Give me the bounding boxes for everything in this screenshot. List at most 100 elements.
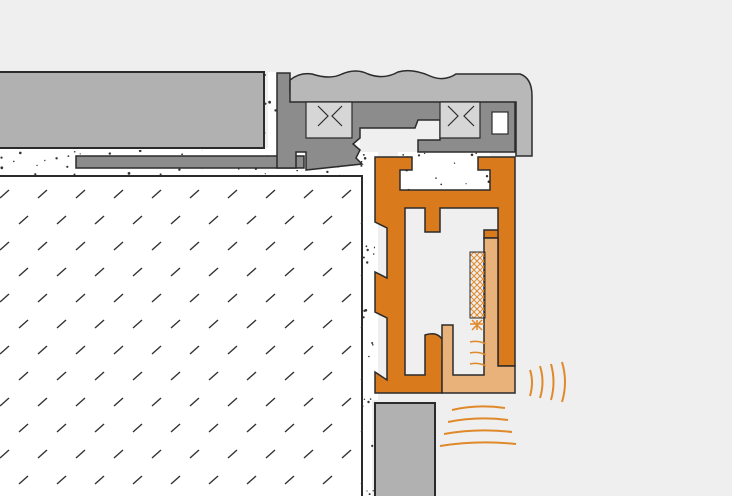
tile-hatch-mark	[322, 423, 333, 433]
tile-hatch-mark	[75, 345, 86, 355]
tile-hatch-mark	[56, 267, 67, 277]
led-light-diffuser	[441, 237, 516, 394]
mortar-dot	[178, 168, 181, 171]
tile-hatch-mark	[322, 267, 333, 277]
mortar-dot	[485, 486, 488, 488]
mortar-dot	[407, 217, 411, 220]
mortar-dot	[471, 223, 473, 226]
mortar-dot	[492, 457, 494, 459]
mortar-dot	[66, 165, 69, 168]
mortar-dot	[515, 471, 517, 473]
tile-hatch-mark	[151, 397, 162, 407]
mortar-dot	[496, 423, 497, 424]
mortar-dot	[507, 479, 508, 480]
mortar-dot	[360, 164, 363, 167]
tile-hatch-mark	[208, 475, 219, 485]
tile-hatch-mark	[246, 423, 257, 433]
mortar-dot	[450, 448, 454, 452]
tile-hatch-mark	[94, 267, 105, 277]
mortar-dot	[326, 170, 329, 174]
tile-hatch-mark	[208, 371, 219, 381]
mortar-dot	[413, 215, 416, 218]
tile-hatch-mark	[113, 189, 124, 199]
tile-hatch-mark	[75, 449, 86, 459]
mortar-dot	[440, 183, 443, 186]
mortar-dot	[473, 465, 476, 468]
mortar-dot	[36, 164, 38, 167]
led-light-spark-icon	[470, 319, 484, 331]
tile-hatch-mark	[0, 345, 10, 355]
mortar-dot	[181, 153, 184, 156]
mortar-dot	[147, 69, 149, 71]
mortar-dot	[264, 173, 266, 175]
mortar-dot	[363, 309, 366, 312]
mortar-dot	[417, 154, 421, 157]
mortar-dot	[456, 352, 459, 355]
mortar-dot	[475, 152, 478, 155]
led-housing-profile	[374, 156, 516, 394]
tile-hatch-mark	[341, 397, 352, 407]
mortar-dot	[491, 414, 493, 416]
tile-hatch-mark	[18, 267, 29, 277]
tile-hatch-mark	[132, 475, 143, 485]
tile-hatch-mark	[246, 475, 257, 485]
tile-hatch-mark	[0, 449, 10, 459]
mortar-dot	[420, 267, 422, 269]
tile-hatch-mark	[170, 423, 181, 433]
tile-hatch-mark	[94, 475, 105, 485]
mortar-dot	[464, 333, 466, 335]
tile-hatch-mark	[322, 215, 333, 225]
mortar-dot	[419, 215, 422, 218]
mortar-dot	[465, 183, 467, 185]
tile-hatch-mark	[322, 371, 333, 381]
tile-hatch-mark	[341, 449, 352, 459]
mortar-dot	[399, 393, 402, 396]
tile-hatch-mark	[56, 371, 67, 381]
mortar-dot	[416, 285, 418, 287]
mortar-dot	[469, 365, 473, 369]
mortar-dot	[499, 448, 502, 451]
tile-hatch-mark	[322, 475, 333, 485]
tile-hatch-mark	[113, 449, 124, 459]
upper-tile	[0, 71, 265, 149]
mortar-dot	[497, 414, 499, 416]
mortar-dot	[417, 125, 420, 128]
mortar-dot	[467, 307, 470, 310]
tile-hatch-mark	[227, 189, 238, 199]
mortar-dot	[416, 220, 419, 223]
tile-hatch-mark	[284, 423, 295, 433]
tile-hatch-mark	[56, 215, 67, 225]
mortar-dot	[363, 157, 367, 160]
tile-hatch-mark	[151, 293, 162, 303]
tile-hatch-mark	[265, 449, 276, 459]
mortar-dot	[424, 399, 427, 401]
mortar-dot	[67, 155, 70, 158]
anchor-insert-right	[439, 101, 481, 139]
riser-tile	[374, 402, 436, 496]
anchor-insert-left	[305, 101, 353, 139]
mortar-dot	[296, 169, 299, 172]
tile-hatch-mark	[0, 189, 10, 199]
mortar-dot	[402, 154, 405, 156]
tile-hatch-mark	[265, 189, 276, 199]
tile-hatch-mark	[113, 345, 124, 355]
mortar-dot	[367, 400, 370, 404]
tile-hatch-mark	[227, 293, 238, 303]
mortar-dot	[360, 160, 363, 163]
tile-hatch-mark	[151, 189, 162, 199]
tile-hatch-mark	[265, 345, 276, 355]
mortar-dot	[274, 109, 277, 112]
tile-hatch-mark	[75, 241, 86, 251]
tile-hatch-mark	[246, 215, 257, 225]
tile-hatch-mark	[284, 319, 295, 329]
tile-hatch-mark	[151, 345, 162, 355]
tile-hatch-mark	[322, 319, 333, 329]
mortar-dot	[437, 428, 441, 432]
tile-hatch-mark	[265, 293, 276, 303]
mortar-dot	[429, 324, 432, 328]
mortar-dot	[480, 349, 483, 353]
tile-hatch-mark	[18, 215, 29, 225]
tile-hatch-mark	[0, 241, 10, 251]
mortar-dot	[443, 459, 446, 463]
tile-hatch-mark	[0, 397, 10, 407]
